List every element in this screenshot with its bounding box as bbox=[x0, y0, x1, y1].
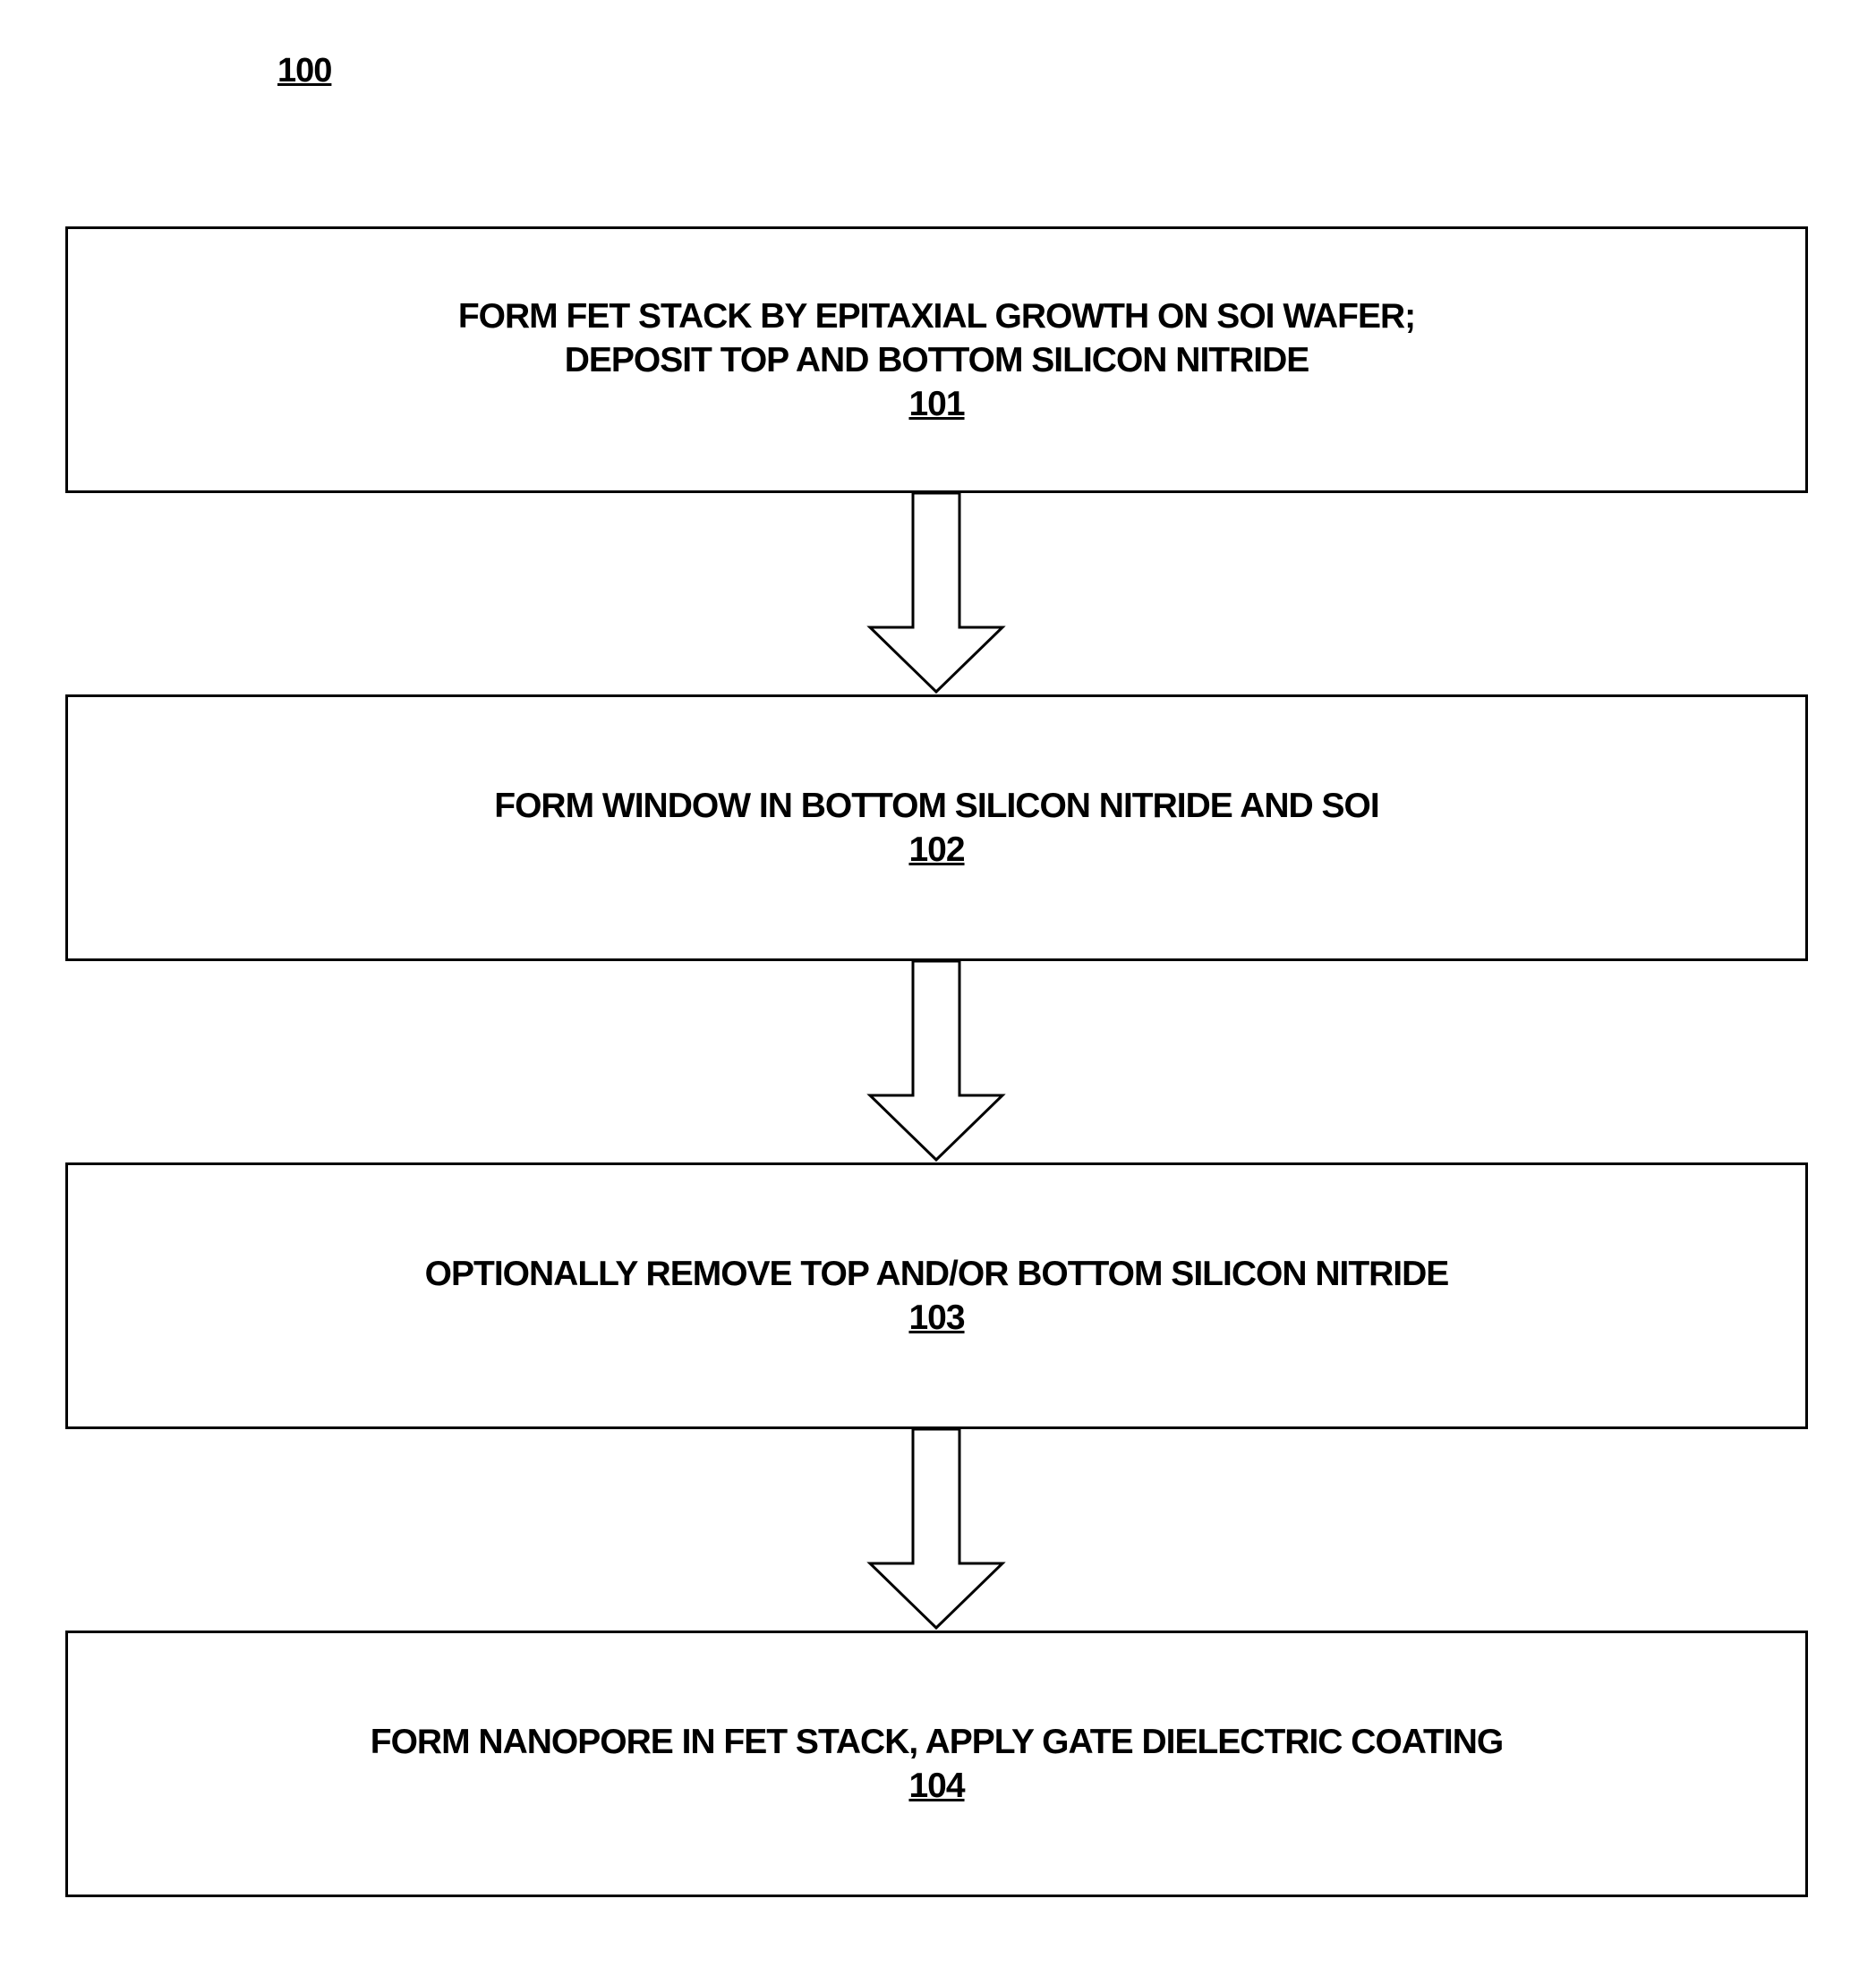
figure-reference-number: 100 bbox=[277, 52, 331, 90]
down-arrow-icon bbox=[866, 961, 1006, 1163]
step-reference-number: 104 bbox=[908, 1764, 964, 1808]
step-text-line: FORM WINDOW IN BOTTOM SILICON NITRIDE AN… bbox=[494, 784, 1378, 828]
step-reference-number: 101 bbox=[908, 382, 964, 426]
step-reference-number: 102 bbox=[908, 828, 964, 872]
step-box-101: FORM FET STACK BY EPITAXIAL GROWTH ON SO… bbox=[65, 226, 1808, 493]
step-text-line: OPTIONALLY REMOVE TOP AND/OR BOTTOM SILI… bbox=[425, 1252, 1449, 1296]
down-arrow-icon bbox=[866, 493, 1006, 695]
step-box-103: OPTIONALLY REMOVE TOP AND/OR BOTTOM SILI… bbox=[65, 1162, 1808, 1429]
step-box-102: FORM WINDOW IN BOTTOM SILICON NITRIDE AN… bbox=[65, 694, 1808, 961]
step-text-line: FORM NANOPORE IN FET STACK, APPLY GATE D… bbox=[371, 1720, 1503, 1764]
step-text-line: FORM FET STACK BY EPITAXIAL GROWTH ON SO… bbox=[458, 294, 1415, 338]
step-box-104: FORM NANOPORE IN FET STACK, APPLY GATE D… bbox=[65, 1631, 1808, 1897]
down-arrow-icon bbox=[866, 1429, 1006, 1631]
step-text-line: DEPOSIT TOP AND BOTTOM SILICON NITRIDE bbox=[565, 338, 1309, 382]
step-reference-number: 103 bbox=[908, 1296, 964, 1340]
